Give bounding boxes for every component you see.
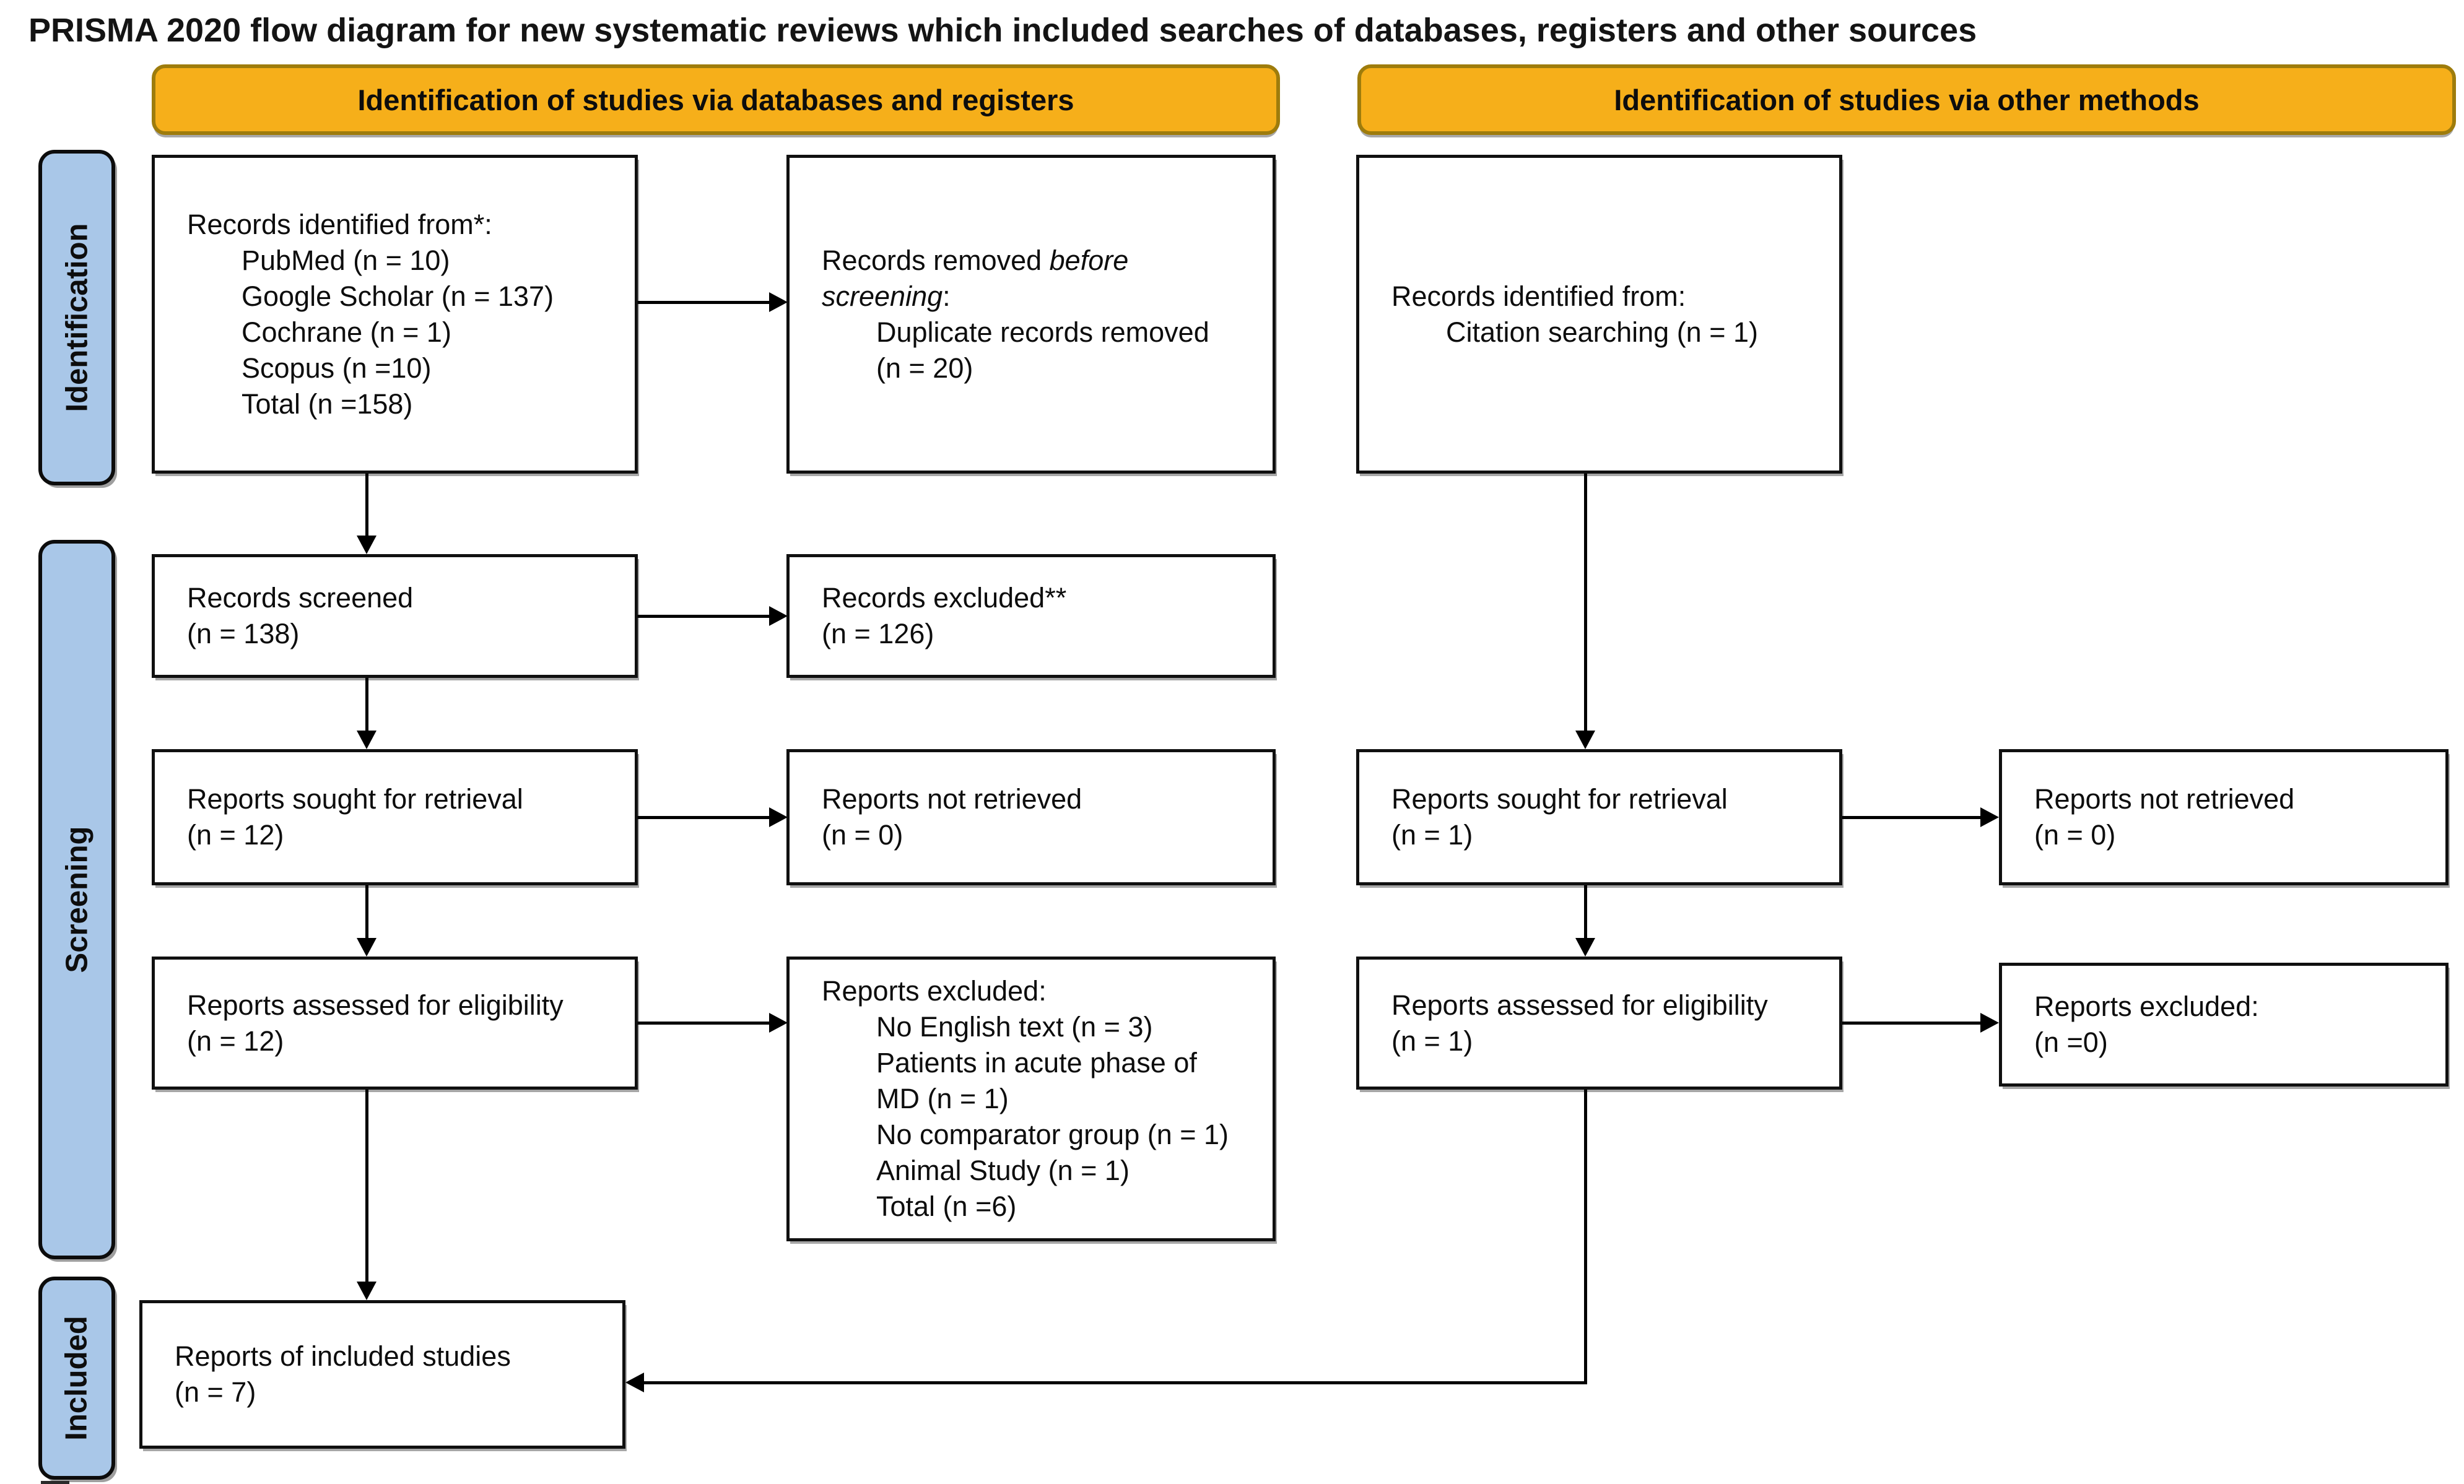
arrow-assessed-to-included-line — [365, 1090, 368, 1282]
box-text-line: Scopus (n =10) — [242, 352, 432, 384]
header-databases-and-registers: Identification of studies via databases … — [152, 64, 1280, 135]
box-text-line: (n = 7) — [175, 1376, 256, 1408]
box-text-line: Total (n =158) — [242, 388, 413, 420]
arrow-assessed2-to-excluded2-head — [1980, 1013, 1999, 1033]
arrow-sought-to-assessed-line — [365, 885, 368, 938]
arrow-identified-to-screened-head — [357, 536, 377, 554]
arrow-screened-to-sought-head — [357, 731, 377, 749]
box-text-line: (n = 1) — [1391, 819, 1473, 851]
box-records-excluded: Records excluded** (n = 126) — [786, 554, 1276, 678]
box-records-identified-other-methods: Records identified from: Citation searchi… — [1356, 155, 1842, 474]
arrow-sought-to-notretrieved-head — [769, 807, 788, 827]
arrow-sought2-to-notretrieved2-line — [1842, 816, 1980, 819]
cropped-footnote-fragment — [41, 1481, 69, 1484]
stage-label-screening-text: Screening — [60, 826, 94, 973]
box-records-identified-databases: Records identified from*: PubMed (n = 10)… — [152, 155, 638, 474]
header-other-methods: Identification of studies via other meth… — [1357, 64, 2456, 135]
box-reports-excluded-reasons: Reports excluded: No English text (n = 3)… — [786, 957, 1276, 1241]
arrow-sought2-to-notretrieved2-head — [1980, 807, 1999, 827]
box-reports-assessed-databases: Reports assessed for eligibility (n = 12) — [152, 957, 638, 1090]
box-text-line: Cochrane (n = 1) — [242, 316, 451, 348]
box-text-line: Citation searching (n = 1) — [1446, 316, 1759, 348]
arrow-sought2-to-assessed2-head — [1575, 938, 1595, 957]
arrow-identified-to-screened-line — [365, 474, 368, 536]
diagram-title: PRISMA 2020 flow diagram for new systema… — [28, 12, 1977, 49]
stage-label-identification: Identification — [38, 150, 115, 485]
box-text-line: (n = 138) — [187, 618, 300, 649]
box-text-line: Records screened — [187, 582, 414, 614]
stage-label-included: Included — [38, 1277, 115, 1480]
box-text-line: (n = 20) — [876, 352, 973, 384]
arrow-sought2-to-assessed2-line — [1584, 885, 1587, 938]
box-text-line: Reports sought for retrieval — [1391, 783, 1728, 815]
box-text-line: Duplicate records removed — [876, 316, 1209, 348]
arrow-assessed-to-excluded-head — [769, 1013, 788, 1033]
box-text-line: Records identified from: — [1391, 280, 1686, 312]
box-text-line: (n = 12) — [187, 1025, 284, 1057]
box-text-line: Patients in acute phase of — [876, 1047, 1197, 1078]
box-records-screened: Records screened (n = 138) — [152, 554, 638, 678]
arrow-screened-to-excluded-head — [769, 606, 788, 626]
box-text-line: (n = 0) — [2034, 819, 2116, 851]
box-text-line: MD (n = 1) — [876, 1083, 1009, 1114]
box-text-line: Reports sought for retrieval — [187, 783, 523, 815]
box-text-line: Records identified from*: — [187, 208, 492, 240]
stage-label-screening: Screening — [38, 540, 115, 1259]
box-reports-not-retrieved-databases: Reports not retrieved (n = 0) — [786, 749, 1276, 885]
arrow-assessed2-to-included-hline — [644, 1381, 1587, 1384]
box-text-line: No comparator group (n = 1) — [876, 1119, 1229, 1150]
box-text-line: Records excluded** — [822, 582, 1067, 614]
box-reports-sought-databases: Reports sought for retrieval (n = 12) — [152, 749, 638, 885]
box-text-line: Animal Study (n = 1) — [876, 1155, 1130, 1186]
arrow-sought-to-notretrieved-line — [638, 816, 769, 819]
box-records-removed-before-screening: Records removed before screening: Duplicat… — [786, 155, 1276, 474]
box-text-line: PubMed (n = 10) — [242, 244, 450, 276]
arrow-identified-to-removed-head — [769, 292, 788, 312]
arrow-assessed2-to-excluded2-line — [1842, 1022, 1980, 1025]
box-text-line: Reports excluded: — [822, 975, 1047, 1007]
box-text-line: Google Scholar (n = 137) — [242, 280, 554, 312]
arrow-citation-to-sought-line — [1584, 474, 1587, 731]
box-text-line: Reports of included studies — [175, 1340, 511, 1372]
arrow-sought-to-assessed-head — [357, 938, 377, 957]
box-reports-sought-other: Reports sought for retrieval (n = 1) — [1356, 749, 1842, 885]
box-text-line: Reports not retrieved — [2034, 783, 2295, 815]
box-reports-excluded-other: Reports excluded: (n =0) — [1999, 963, 2449, 1087]
box-text-line: Total (n =6) — [876, 1191, 1017, 1222]
box-text-line: (n = 1) — [1391, 1025, 1473, 1057]
arrow-assessed-to-included-head — [357, 1282, 377, 1300]
arrow-screened-to-sought-line — [365, 678, 368, 731]
box-text-line: (n =0) — [2034, 1026, 2108, 1058]
box-text-line: screening: — [822, 280, 951, 312]
box-text-line: Records removed before — [822, 244, 1129, 276]
box-text-line: Reports excluded: — [2034, 991, 2259, 1022]
stage-label-included-text: Included — [60, 1316, 94, 1441]
box-text-line: Reports assessed for eligibility — [187, 989, 564, 1021]
box-text-line: (n = 126) — [822, 618, 934, 649]
box-text-line: (n = 12) — [187, 819, 284, 851]
box-reports-not-retrieved-other: Reports not retrieved (n = 0) — [1999, 749, 2449, 885]
arrow-assessed-to-excluded-line — [638, 1022, 769, 1025]
arrow-assessed2-to-included-vline — [1584, 1090, 1587, 1384]
box-text-line: No English text (n = 3) — [876, 1011, 1153, 1043]
arrow-assessed2-to-included-head — [625, 1373, 644, 1392]
stage-label-identification-text: Identification — [60, 223, 94, 412]
box-text-line: Reports assessed for eligibility — [1391, 989, 1768, 1021]
box-reports-of-included-studies: Reports of included studies (n = 7) — [139, 1300, 625, 1449]
arrow-citation-to-sought-head — [1575, 731, 1595, 749]
box-text-line: Reports not retrieved — [822, 783, 1082, 815]
box-reports-assessed-other: Reports assessed for eligibility (n = 1) — [1356, 957, 1842, 1090]
arrow-screened-to-excluded-line — [638, 615, 769, 618]
arrow-identified-to-removed-line — [638, 301, 769, 304]
box-text-line: (n = 0) — [822, 819, 903, 851]
